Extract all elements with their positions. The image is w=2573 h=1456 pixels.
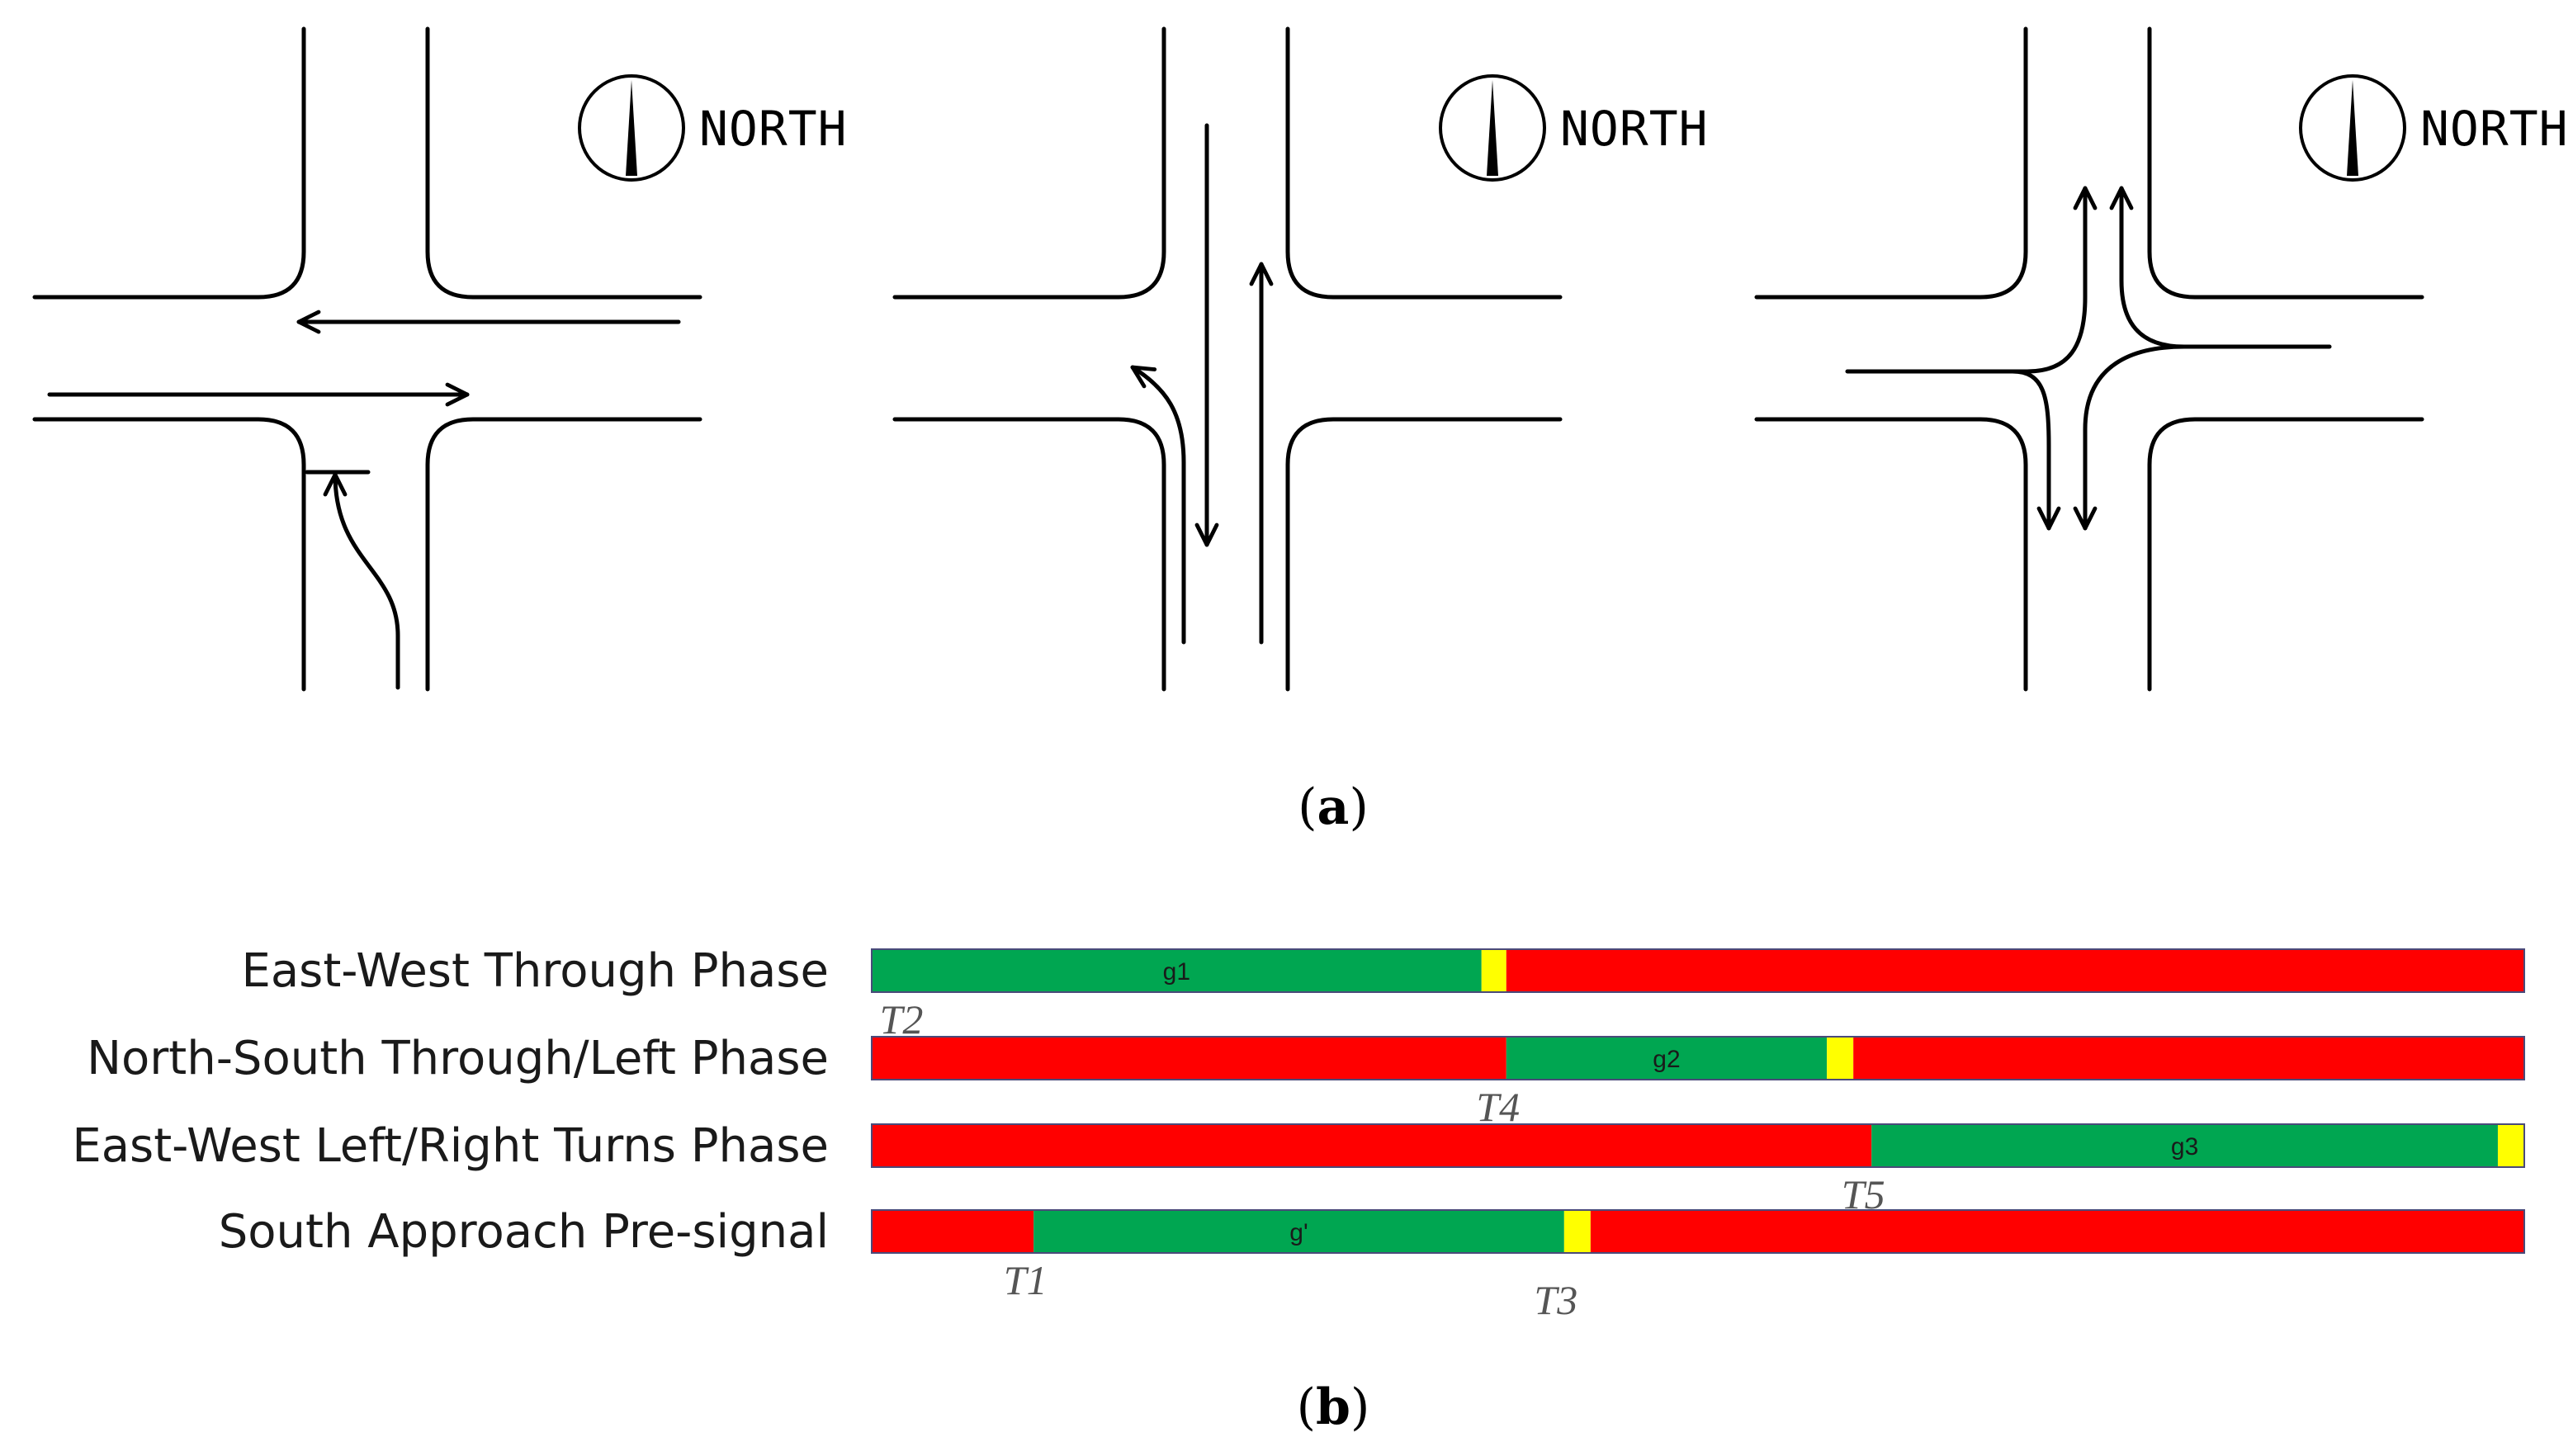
road-edges (32, 26, 702, 692)
signal-segment-yellow (1481, 949, 1506, 992)
signal-segment-red (872, 1210, 1034, 1253)
phase-bar-outline (871, 948, 2525, 993)
intersection-east-west-left-right (1754, 26, 2424, 692)
road-edges (892, 26, 1563, 692)
northbound-left-turn-arrow (1130, 365, 1186, 645)
compass-circle (1439, 74, 1546, 182)
westbound-left-turn-arrow (2073, 344, 2187, 531)
panel-a: NORTH NORTH NORTH (a) (32, 26, 2569, 836)
north-indicator: NORTH (2299, 74, 2569, 182)
signal-segment-red (1506, 949, 2524, 992)
signal-segment-green (1506, 1037, 1828, 1080)
phase-bar-outline (871, 1209, 2525, 1254)
phase-label: East-West Through Phase (241, 944, 829, 998)
signal-segment-red (1590, 1210, 2524, 1253)
north-needle-icon (2347, 80, 2358, 176)
segment-label: g' (1289, 1219, 1308, 1246)
eastbound-left-turn-arrow (1845, 186, 2098, 374)
road-edges (1754, 26, 2424, 692)
signal-segment-yellow (1827, 1037, 1854, 1080)
intersection-east-west-through (32, 26, 702, 692)
signal-segment-green (872, 949, 1482, 992)
signal-segment-red (872, 1037, 1506, 1080)
time-marker-label: T2 (880, 996, 924, 1042)
north-needle-icon (626, 80, 637, 176)
phase-label: North-South Through/Left Phase (87, 1032, 829, 1085)
phase-row: South Approach Pre-signal g' T1 T3 (219, 1205, 2525, 1323)
north-label: NORTH (1560, 101, 1709, 157)
segment-label: g1 (1163, 958, 1190, 986)
compass-circle (578, 74, 685, 182)
signal-segment-yellow (2497, 1124, 2524, 1167)
north-indicator: NORTH (1439, 74, 1709, 182)
signal-segment-green (1033, 1210, 1564, 1253)
phase-bar-outline (871, 1036, 2525, 1080)
phase-label: South Approach Pre-signal (219, 1205, 829, 1259)
eastbound-right-turn-arrow (2010, 369, 2061, 531)
time-marker-label: T4 (1476, 1084, 1520, 1130)
phase-label: East-West Left/Right Turns Phase (72, 1119, 829, 1173)
north-label: NORTH (2420, 101, 2569, 157)
signal-segment-red (872, 1124, 1872, 1167)
south-approach-arrow (323, 472, 400, 690)
time-marker-label: T3 (1534, 1277, 1577, 1323)
intersection-north-south-through-left (892, 26, 1563, 692)
compass-circle (2299, 74, 2406, 182)
signal-segment-green (1871, 1124, 2498, 1167)
segment-label: g3 (2171, 1133, 2198, 1161)
signal-segment-red (1853, 1037, 2524, 1080)
time-marker-label: T1 (1004, 1257, 1048, 1303)
segment-label: g2 (1653, 1046, 1680, 1073)
caption-b: (b) (1297, 1378, 1370, 1436)
north-label: NORTH (699, 101, 848, 157)
phase-bar-outline (871, 1123, 2525, 1168)
north-indicator: NORTH (578, 74, 848, 182)
caption-a: (a) (1298, 778, 1369, 836)
signal-segment-yellow (1563, 1210, 1591, 1253)
north-needle-icon (1487, 80, 1498, 176)
